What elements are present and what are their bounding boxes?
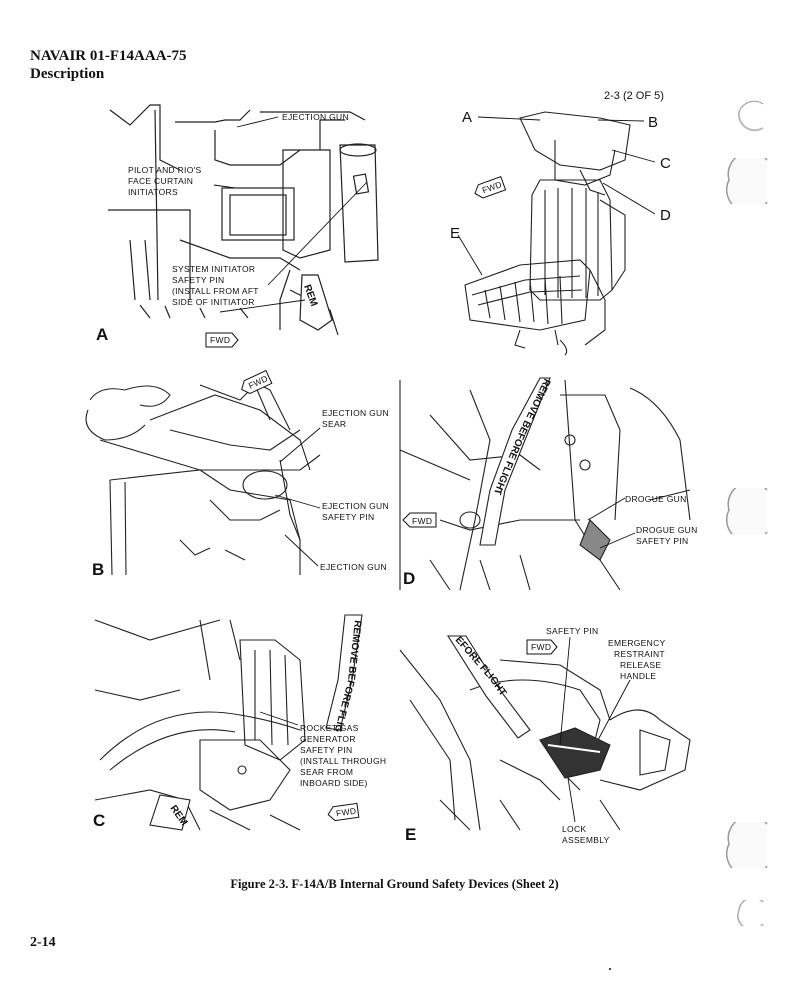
- fwd-arrow-a: FWD: [205, 332, 239, 348]
- svg-text:FWD: FWD: [210, 335, 230, 345]
- fwd-arrow-c: FWD: [327, 802, 360, 822]
- label-drogue-gun-safety-pin: DROGUE GUN SAFETY PIN: [636, 525, 698, 546]
- section-title: Description: [30, 66, 105, 82]
- remove-before-flight-band-d: REMOVE BEFORE FLIGHT: [491, 377, 552, 496]
- binder-hole-1: [737, 100, 764, 132]
- panel-a-leaders: [213, 116, 368, 313]
- svg-text:ROCKET GAS: ROCKET GAS: [300, 723, 359, 733]
- panel-a-illustration: [108, 104, 379, 336]
- remove-before-flight-band-c: REMOVE BEFORE FLIGHT: [0, 0, 363, 734]
- fwd-arrow-b: FWD: [241, 369, 273, 394]
- svg-text:SAFETY PIN: SAFETY PIN: [322, 512, 374, 522]
- svg-text:ASSEMBLY: ASSEMBLY: [562, 835, 610, 845]
- svg-text:RESTRAINT: RESTRAINT: [614, 649, 665, 659]
- panel-e-leaders: [559, 636, 631, 823]
- seat-letter-b: B: [648, 114, 658, 131]
- panel-c-leader: [259, 711, 299, 726]
- svg-text:(INSTALL FROM AFT: (INSTALL FROM AFT: [172, 286, 259, 296]
- panel-label-e: E: [405, 825, 416, 844]
- binder-hole-4: [726, 822, 768, 868]
- before-flight-band-e: EFORE FLIGHT: [453, 635, 508, 699]
- page-number: 2-14: [30, 935, 56, 950]
- panel-c-illustration: [94, 614, 363, 831]
- svg-text:RELEASE: RELEASE: [620, 660, 661, 670]
- fwd-arrow-e: FWD: [526, 639, 558, 655]
- label-drogue-gun: DROGUE GUN: [625, 494, 687, 504]
- panel-e-illustration: [399, 635, 691, 831]
- label-face-curtain-initiators: PILOT AND RIO'S FACE CURTAIN INITIATORS: [128, 165, 202, 197]
- panel-label-a: A: [96, 325, 108, 344]
- svg-text:SEAR FROM: SEAR FROM: [300, 767, 353, 777]
- svg-text:SAFETY PIN: SAFETY PIN: [172, 275, 224, 285]
- panel-label-c: C: [93, 811, 105, 830]
- seat-letter-e: E: [450, 225, 460, 242]
- svg-text:SAFETY PIN: SAFETY PIN: [300, 745, 352, 755]
- binder-hole-3: [726, 488, 768, 534]
- label-ejection-gun-a: EJECTION GUN: [282, 112, 349, 122]
- svg-text:LOCK: LOCK: [562, 824, 586, 834]
- svg-text:INBOARD SIDE): INBOARD SIDE): [300, 778, 368, 788]
- page-header: NAVAIR 01-F14AAA-75 Description: [30, 47, 187, 83]
- svg-text:FWD: FWD: [412, 516, 432, 526]
- label-ejection-gun-sear: EJECTION GUN SEAR: [322, 408, 389, 429]
- panel-d-leaders: [587, 497, 636, 549]
- svg-text:EMERGENCY: EMERGENCY: [608, 638, 666, 648]
- svg-text:FWD: FWD: [335, 806, 356, 819]
- document-id: NAVAIR 01-F14AAA-75: [30, 48, 187, 64]
- label-safety-pin-e: SAFETY PIN: [546, 626, 598, 636]
- svg-text:SIDE OF INITIATOR: SIDE OF INITIATOR: [172, 297, 255, 307]
- label-ejection-gun-b: EJECTION GUN: [320, 562, 387, 572]
- svg-text:SYSTEM INITIATOR: SYSTEM INITIATOR: [172, 264, 255, 274]
- svg-text:EJECTION GUN: EJECTION GUN: [322, 501, 389, 511]
- panel-d-illustration: [399, 377, 691, 591]
- fwd-arrow-seat: FWD: [474, 175, 507, 199]
- svg-text:SAFETY PIN: SAFETY PIN: [636, 536, 688, 546]
- speck: [609, 968, 611, 970]
- binder-hole-5: [737, 900, 764, 926]
- svg-text:(INSTALL THROUGH: (INSTALL THROUGH: [300, 756, 386, 766]
- panel-b-illustration: [85, 379, 321, 576]
- fwd-arrow-d: FWD: [402, 512, 437, 528]
- svg-text:HANDLE: HANDLE: [620, 671, 656, 681]
- ejection-seat-illustration: [464, 111, 631, 356]
- label-lock-assembly: LOCK ASSEMBLY: [562, 824, 610, 845]
- seat-letter-c: C: [660, 155, 671, 172]
- svg-text:FWD: FWD: [531, 642, 551, 652]
- svg-text:FACE CURTAIN: FACE CURTAIN: [128, 176, 193, 186]
- seat-letter-a: A: [462, 109, 472, 126]
- panel-b-leaders: [274, 427, 321, 567]
- panel-label-d: D: [403, 569, 415, 588]
- label-system-initiator-safety-pin: SYSTEM INITIATOR SAFETY PIN (INSTALL FRO…: [172, 264, 259, 307]
- seat-letter-d: D: [660, 207, 671, 224]
- binder-hole-2: [726, 158, 768, 204]
- svg-text:EJECTION GUN: EJECTION GUN: [322, 408, 389, 418]
- label-ejection-gun-safety-pin-b: EJECTION GUN SAFETY PIN: [322, 501, 389, 522]
- seat-leaders: [457, 116, 656, 276]
- svg-text:SEAR: SEAR: [322, 419, 346, 429]
- label-rocket-gas-generator-safety-pin: ROCKET GAS GENERATOR SAFETY PIN (INSTALL…: [300, 723, 386, 788]
- sheet-reference: 2-3 (2 OF 5): [604, 90, 664, 102]
- svg-text:GENERATOR: GENERATOR: [300, 734, 356, 744]
- svg-text:INITIATORS: INITIATORS: [128, 187, 178, 197]
- figure-caption: Figure 2-3. F-14A/B Internal Ground Safe…: [230, 877, 559, 891]
- panel-label-b: B: [92, 560, 104, 579]
- label-emergency-restraint-release-handle: EMERGENCY RESTRAINT RELEASE HANDLE: [608, 638, 666, 681]
- svg-text:PILOT AND RIO'S: PILOT AND RIO'S: [128, 165, 202, 175]
- svg-text:DROGUE GUN: DROGUE GUN: [636, 525, 698, 535]
